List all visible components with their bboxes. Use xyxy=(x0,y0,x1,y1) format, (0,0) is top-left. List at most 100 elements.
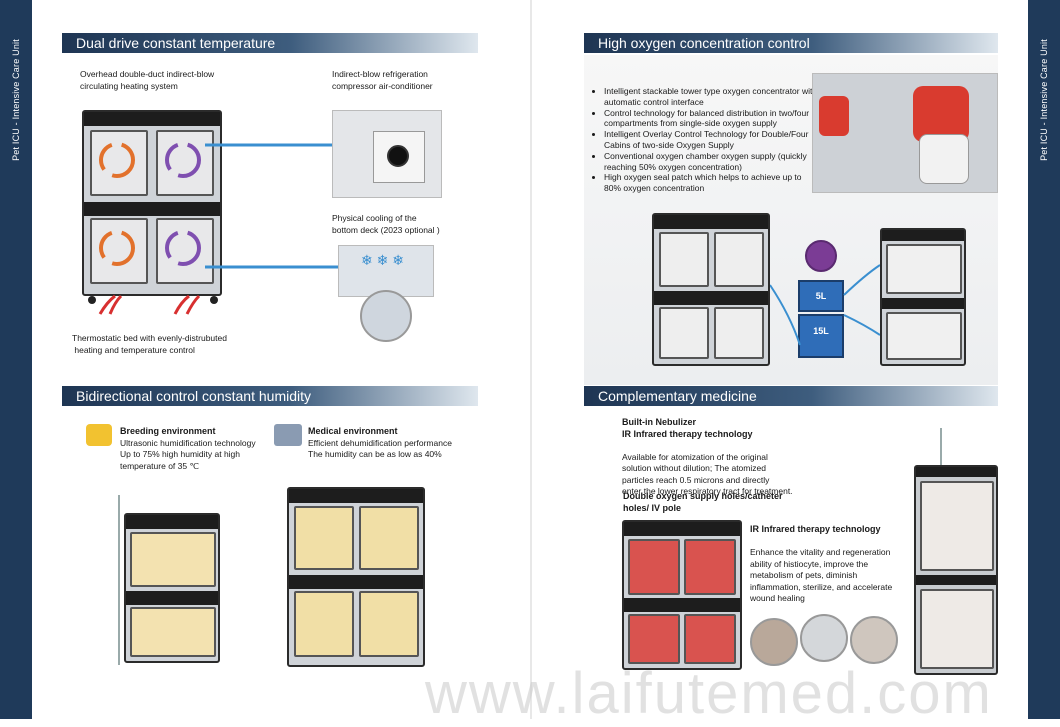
red-seal-patch xyxy=(913,86,969,142)
breeding-title: Breeding environment xyxy=(120,426,216,436)
cabinet-window-red xyxy=(684,614,736,664)
oxygen-feature-item: Intelligent Overlay Control Technology f… xyxy=(604,129,819,151)
cabinet-window xyxy=(294,591,354,657)
medical-title: Medical environment xyxy=(308,426,398,436)
cabinet-control-panel xyxy=(126,591,218,605)
seal-patch-photo xyxy=(812,73,998,193)
cabinet-window xyxy=(886,244,962,294)
cabinet-control-panel xyxy=(84,202,220,216)
cabinet-control-panel xyxy=(624,598,740,612)
label-bed: Thermostatic bed with evenly-distrubuted… xyxy=(72,333,227,356)
ir-therapy-title: IR Infrared therapy technology xyxy=(750,524,881,534)
nebulizer-circle xyxy=(800,614,848,662)
cabinet-control-panel xyxy=(916,467,996,477)
white-seal-patch xyxy=(919,134,969,184)
airflow-arrow-icon xyxy=(165,142,201,178)
red-seal-patch-small xyxy=(819,96,849,136)
nebulizer-line3: particles reach 0.5 microns and directly xyxy=(622,474,770,485)
iv-pole xyxy=(118,495,120,665)
cabinet-control-panel xyxy=(289,575,423,589)
cabinet-control-panel xyxy=(882,230,964,241)
oxygen-feature-list: Intelligent stackable tower type oxygen … xyxy=(590,86,819,194)
oxygen-feature-item: Intelligent stackable tower type oxygen … xyxy=(604,86,819,108)
oxygen-hole-circle xyxy=(850,616,898,664)
cabinet-oxygen-right xyxy=(880,228,966,366)
left-side-bar: Pet ICU - Intensive Care Unit xyxy=(0,0,32,719)
airflow-arrow-icon xyxy=(99,230,135,266)
ir-therapy-line5: wound healing xyxy=(750,593,805,603)
medical-icon xyxy=(274,424,302,446)
section-title-medicine: Complementary medicine xyxy=(584,386,998,406)
label-overhead-line2: circulating heating system xyxy=(80,80,178,91)
holes-line2: holes/ IV pole xyxy=(623,502,682,513)
cabinet-window-red xyxy=(628,614,680,664)
holes-line1: Double oxygen supply holes/catheter xyxy=(623,491,783,501)
cabinet-control-panel xyxy=(882,298,964,309)
oxygen-controller-icon xyxy=(805,240,837,272)
cabinet-oxygen-left xyxy=(652,213,770,366)
compressor-photo xyxy=(332,110,442,198)
cabinet-control-panel xyxy=(654,291,768,305)
label-compressor-line2: compressor air-conditioner xyxy=(332,80,433,91)
cabinet-control-panel xyxy=(126,515,218,529)
cabinet-breeding xyxy=(124,513,220,663)
cabinet-window xyxy=(714,307,764,359)
cabinet-window xyxy=(920,481,994,571)
label-cooling-line1: Physical cooling of the xyxy=(332,213,417,223)
cabinet-window xyxy=(130,607,216,657)
wheel xyxy=(88,296,96,304)
watermark: www.laifutemed.com xyxy=(425,661,993,726)
oxygen-concentrator-5l: 5L xyxy=(798,280,844,312)
airflow-arrow-icon xyxy=(165,230,201,266)
ir-therapy-line3: metabolism of pets, diminish xyxy=(750,570,858,580)
ir-therapy-line4: inflammation, sterilize, and accelerate xyxy=(750,581,893,592)
cabinet-side-view xyxy=(914,465,998,675)
cabinet-control-panel xyxy=(916,575,996,585)
ir-therapy-text: IR Infrared therapy technology Enhance t… xyxy=(750,524,892,605)
heat-arrows xyxy=(98,294,201,315)
cabinet-window xyxy=(659,232,709,287)
cabinet-window xyxy=(294,506,354,570)
nebulizer-line2: solution without dilution; The atomized xyxy=(622,463,766,473)
infrared-lamp-circle xyxy=(750,618,798,666)
breeding-line2: Up to 75% high humidity at high xyxy=(120,449,241,459)
cabinet-window xyxy=(714,232,764,287)
oxygen-feature-item: Conventional oxygen chamber oxygen suppl… xyxy=(604,151,819,173)
label-bed-line1: Thermostatic bed with evenly-distrubuted xyxy=(72,333,227,343)
label-cooling-line2: bottom deck (2023 optional ) xyxy=(332,224,440,235)
cabinet-window xyxy=(359,506,419,570)
airflow-arrow-icon xyxy=(99,142,135,178)
ir-title: IR Infrared therapy technology xyxy=(622,428,753,439)
label-compressor-line1: Indirect-blow refrigeration xyxy=(332,69,428,79)
cabinet-control-panel xyxy=(84,112,220,126)
label-bed-line2: heating and temperature control xyxy=(74,344,195,355)
oxygen-feature-item: Control technology for balanced distribu… xyxy=(604,108,819,130)
cabinet-window-red xyxy=(684,539,736,595)
ir-therapy-line1: Enhance the vitality and regeneration xyxy=(750,547,891,557)
label-overhead-line1: Overhead double-duct indirect-blow xyxy=(80,69,215,79)
cabinet-control-panel xyxy=(289,489,423,503)
cabinet-window xyxy=(886,312,962,360)
holes-text: Double oxygen supply holes/catheter hole… xyxy=(623,491,783,514)
medical-text: Medical environment Efficient dehumidifi… xyxy=(308,426,452,461)
section-title-temperature: Dual drive constant temperature xyxy=(62,33,478,53)
cabinet-window xyxy=(659,307,709,359)
wheel xyxy=(210,296,218,304)
cooling-detail-circle xyxy=(360,290,412,342)
medical-line1: Efficient dehumidification performance xyxy=(308,437,452,448)
cooling-deck-photo: ❄ ❄ ❄ xyxy=(338,245,434,297)
fan-icon xyxy=(387,145,409,167)
nebulizer-title: Built-in Nebulizer xyxy=(622,417,696,427)
oxygen-tubes xyxy=(770,264,881,346)
right-side-label: Pet ICU - Intensive Care Unit xyxy=(1039,39,1049,161)
breeding-text: Breeding environment Ultrasonic humidifi… xyxy=(120,426,256,472)
nebulizer-line1: Available for atomization of the origina… xyxy=(622,451,768,462)
page-spine xyxy=(530,0,532,719)
breeding-line1: Ultrasonic humidification technology xyxy=(120,437,256,448)
cabinet-medical xyxy=(287,487,425,667)
ir-therapy-line2: ability of histiocyte, improve the xyxy=(750,558,869,569)
breeding-icon xyxy=(86,424,112,446)
snowflake-icon: ❄ ❄ ❄ xyxy=(361,252,404,268)
